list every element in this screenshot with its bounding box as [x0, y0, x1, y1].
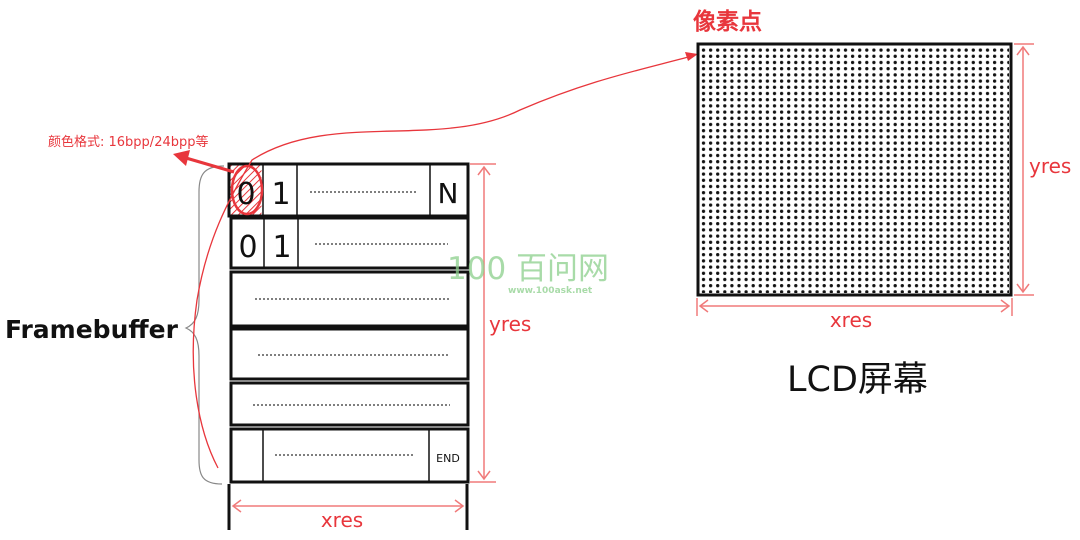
- framebuffer-brace: [184, 165, 225, 485]
- framebuffer-row-1: 0 1 N: [227, 162, 470, 218]
- lcd-screen-block: 像素点 xres yres LCD屏幕: [693, 8, 1071, 400]
- framebuffer-row-2: 0 1: [229, 216, 470, 270]
- lcd-xres-dimension: xres: [696, 298, 1013, 332]
- row1-pixel-n: N: [438, 177, 459, 210]
- color-format-arrow: [185, 156, 235, 174]
- lcd-yres-dimension: yres: [1014, 43, 1071, 296]
- framebuffer-yres-label: yres: [489, 312, 531, 336]
- framebuffer-row-3: [229, 270, 470, 328]
- pixel-connector-curve: [192, 55, 693, 469]
- color-format-arrowhead: [173, 150, 190, 166]
- first-pixel-highlight: [230, 164, 264, 216]
- annotation-layer: 颜色格式: 16bpp/24bpp等: [48, 52, 698, 469]
- watermark-brand: 100 百问网: [447, 251, 609, 287]
- row1-pixel-1: 1: [271, 177, 290, 212]
- color-format-note: 颜色格式: 16bpp/24bpp等: [48, 134, 209, 150]
- watermark-url: www.100ask.net: [508, 286, 593, 296]
- end-marker: END: [436, 452, 460, 465]
- framebuffer-xres-dimension: xres: [227, 484, 469, 532]
- framebuffer-yres-dimension: yres: [470, 163, 531, 483]
- lcd-pixel-grid: [700, 47, 1009, 293]
- watermark: 100 百问网 www.100ask.net: [447, 251, 609, 296]
- framebuffer-row-5: [229, 381, 470, 427]
- row2-pixel-1: 1: [272, 230, 291, 265]
- framebuffer-block: 0 1 N 0 1: [5, 162, 531, 532]
- framebuffer-row-4: [229, 327, 470, 381]
- framebuffer-row-last: END: [229, 427, 470, 484]
- pixel-connector-arrowhead: [685, 52, 698, 61]
- lcd-yres-label: yres: [1029, 154, 1071, 178]
- lcd-xres-label: xres: [830, 308, 872, 332]
- framebuffer-xres-label: xres: [321, 508, 363, 532]
- row1-pixel-0: 0: [236, 177, 255, 212]
- row2-pixel-0: 0: [238, 230, 257, 265]
- pixel-label: 像素点: [693, 8, 762, 35]
- lcd-title: LCD屏幕: [787, 360, 928, 400]
- framebuffer-label: Framebuffer: [5, 315, 179, 344]
